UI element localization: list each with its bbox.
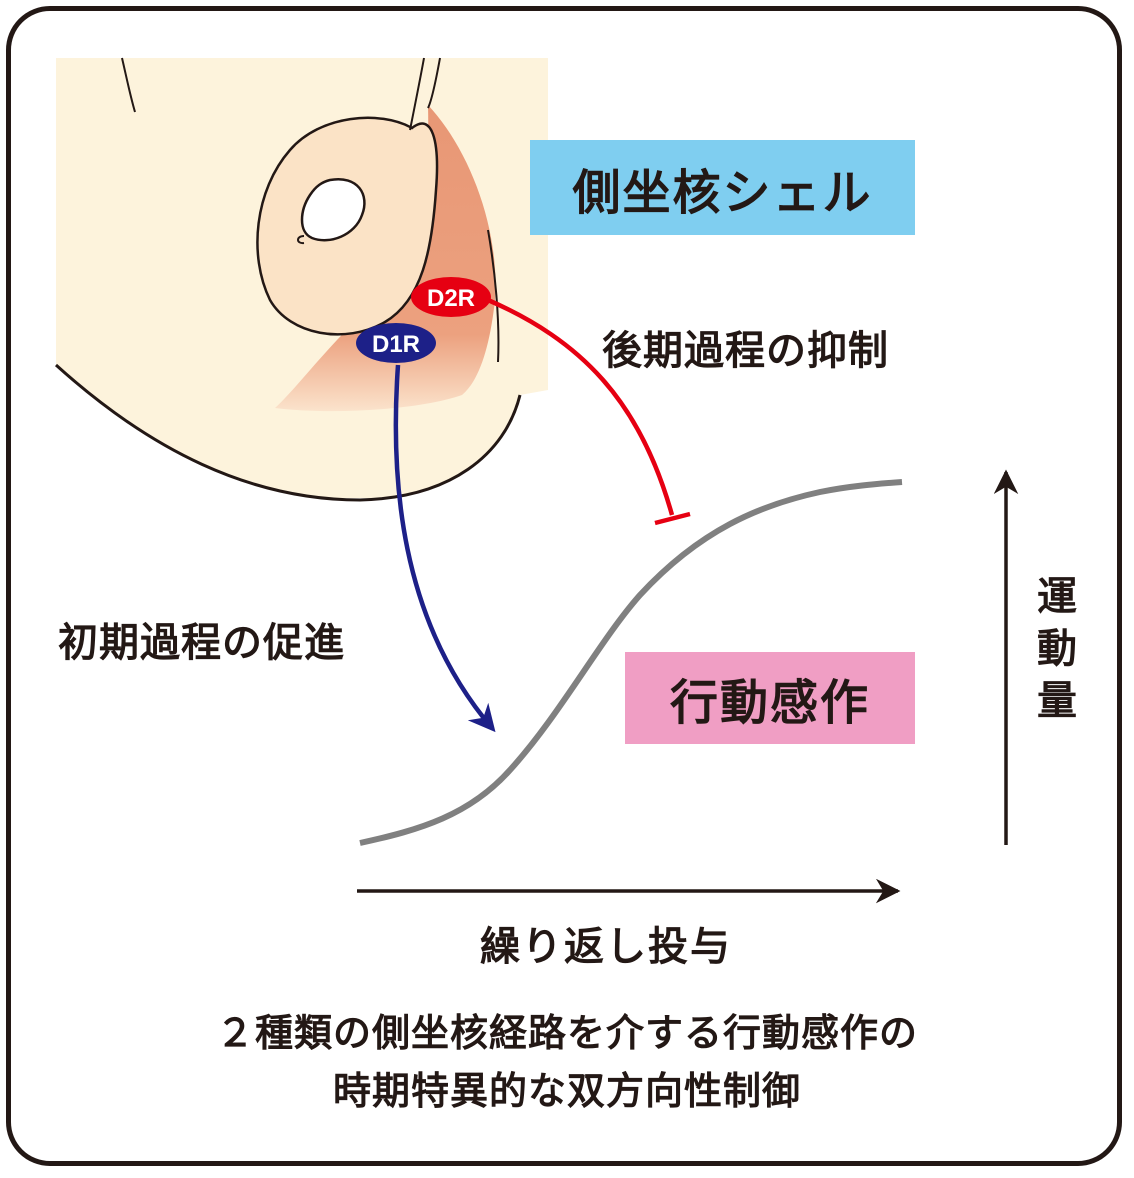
d1r-promotion-arrow [393,364,496,733]
shell-label-box: 側坐核シェル [530,140,915,235]
figure-caption: ２種類の側坐核経路を介する行動感作の 時期特異的な双方向性制御 [60,1004,1074,1120]
ventricle-line-left [121,57,136,113]
commissure-detail [297,235,305,245]
caption-line-1: ２種類の側坐核経路を介する行動感作の [215,1011,918,1055]
behavior-label-box: 行動感作 [625,652,915,744]
sensitization-curve [359,479,903,846]
d1r-label: D1R [372,331,420,358]
nucleus-accumbens-shell [275,105,496,412]
tissue-outline [54,363,522,502]
caption-line-2: 時期特異的な双方向性制御 [332,1069,801,1113]
d2r-inhibition-path [487,297,675,516]
d2r-marker: D2R [411,277,491,317]
x-axis-label: 繰り返し投与 [480,924,732,970]
anterior-commissure [300,177,366,242]
d1r-oval [356,323,436,363]
behavior-label: 行動感作 [669,675,870,731]
d2r-label: D2R [427,285,475,312]
d2r-oval [411,277,491,317]
ventricle-line-right-inner [427,57,441,109]
shell-label: 側坐核シェル [572,164,873,221]
brain-section [54,57,548,502]
y-axis-label: 運動量 [1030,575,1076,731]
late-inhibition-label: 後期過程の抑制 [602,328,889,374]
d1r-marker: D1R [356,323,436,363]
tissue-lower-border [56,365,548,500]
d2r-inhibition-bar [654,511,691,526]
early-promotion-label: 初期過程の促進 [58,620,345,666]
ventricle-line-right [409,57,425,131]
shell-edge-line [487,229,500,363]
